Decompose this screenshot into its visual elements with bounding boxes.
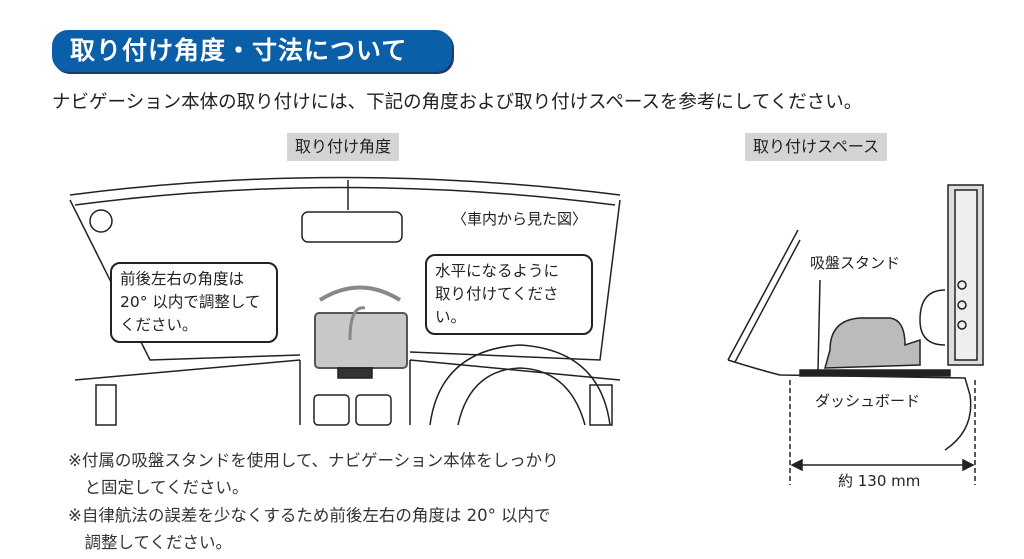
bubble-line: 水平になるように xyxy=(435,262,560,280)
space-tag: 取り付けスペース xyxy=(745,133,888,161)
view-caption: 〈車内から見た図〉 xyxy=(452,210,588,228)
bubble-line: 20° 以内で調整して xyxy=(120,293,261,311)
space-diagram xyxy=(727,184,984,485)
dashboard-label: ダッシュボード xyxy=(815,392,921,410)
note-line: と固定してください。 xyxy=(68,478,249,497)
dimension-label: 約 130 mm xyxy=(838,472,921,490)
section-heading: 取り付け角度・寸法について xyxy=(52,30,452,72)
bubble-horizontal: 水平になるように 取り付けてください。 xyxy=(425,254,593,335)
note-line: 調整してください。 xyxy=(68,533,233,552)
bubble-line: 取り付けてください。 xyxy=(435,285,559,326)
stand-label: 吸盤スタンド xyxy=(810,254,901,272)
intro-text: ナビゲーション本体の取り付けには、下記の角度および取り付けスペースを参考にしてく… xyxy=(52,92,863,113)
bubble-angle-limit: 前後左右の角度は 20° 以内で調整して ください。 xyxy=(110,262,278,343)
angle-tag: 取り付け角度 xyxy=(287,133,400,161)
bubble-line: ください。 xyxy=(120,316,198,334)
car-interior-illustration xyxy=(69,176,621,426)
bubble-line: 前後左右の角度は xyxy=(120,270,245,288)
note-line: ※付属の吸盤スタンドを使用して、ナビゲーション本体をしっかり xyxy=(68,451,559,470)
note-line: ※自律航法の誤差を少なくするため前後左右の角度は 20° 以内で xyxy=(68,506,551,525)
